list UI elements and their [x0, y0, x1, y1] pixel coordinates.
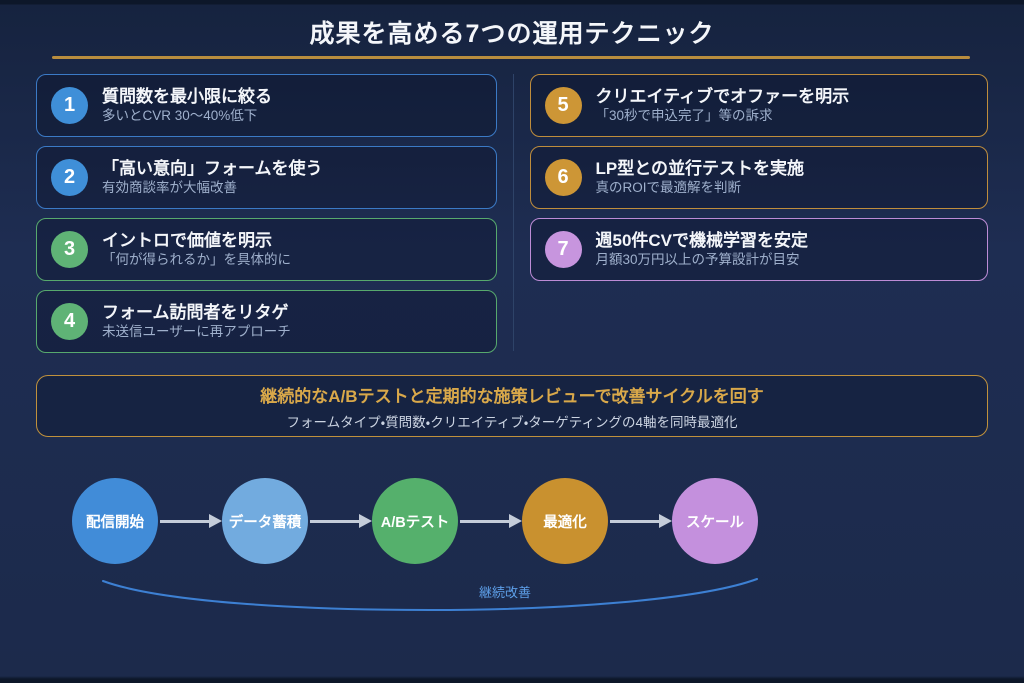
- number-badge-2: 2: [51, 159, 88, 196]
- number-badge-5: 5: [544, 87, 582, 124]
- technique-desc-4: 未送信ユーザーに再アプローチ: [102, 324, 291, 340]
- technique-card-1: 1 質問数を最小限に絞る 多いとCVR 30〜40%低下: [36, 74, 497, 137]
- technique-card-3: 3 イントロで価値を明示 「何が得られるか」を具体的に: [36, 218, 497, 281]
- technique-desc-3: 「何が得られるか」を具体的に: [102, 252, 291, 268]
- technique-title-3: イントロで価値を明示: [102, 230, 272, 250]
- number-badge-7: 7: [544, 231, 582, 268]
- technique-desc-5: 「30秒で申込完了」等の訴求: [595, 108, 773, 124]
- title-underline: [52, 56, 970, 59]
- summary-headline: 継続的なA/Bテストと定期的な施策レビューで改善サイクルを回す: [260, 386, 764, 406]
- flow-arrow-icon-1: [160, 514, 222, 529]
- loop-label: 継続改善: [478, 585, 531, 600]
- number-badge-6: 6: [544, 159, 582, 196]
- technique-title-5: クリエイティブでオファーを明示: [595, 86, 850, 106]
- technique-title-2: 「高い意向」フォームを使う: [102, 158, 323, 178]
- technique-title-7: 週50件CVで機械学習を安定: [595, 230, 809, 250]
- page-title: 成果を高める7つの運用テクニック: [309, 20, 715, 48]
- technique-card-7: 7 週50件CVで機械学習を安定 月額30万円以上の予算設計が目安: [529, 218, 988, 281]
- technique-desc-1: 多いとCVR 30〜40%低下: [102, 108, 258, 124]
- technique-card-2: 2 「高い意向」フォームを使う 有効商談率が大幅改善: [36, 146, 497, 209]
- technique-title-4: フォーム訪問者をリタゲ: [102, 302, 289, 322]
- flow-step-optimize: 最適化: [522, 478, 608, 564]
- technique-card-5: 5 クリエイティブでオファーを明示 「30秒で申込完了」等の訴求: [529, 74, 988, 137]
- technique-desc-2: 有効商談率が大幅改善: [102, 180, 237, 196]
- techniques-grid: 1 質問数を最小限に絞る 多いとCVR 30〜40%低下 2 「高い意向」フォー…: [36, 74, 988, 353]
- technique-card-6: 6 LP型との並行テストを実施 真のROIで最適解を判断: [529, 146, 988, 209]
- summary-subline: フォームタイプ・質問数・クリエイティブ・ターゲティングの4軸を同時最適化: [286, 414, 738, 430]
- column-divider: [513, 74, 514, 351]
- summary-banner: 継続的なA/Bテストと定期的な施策レビューで改善サイクルを回す フォームタイプ・…: [36, 375, 988, 437]
- loop-curve: [102, 578, 758, 612]
- number-badge-1: 1: [51, 87, 88, 124]
- flow-arrow-icon-4: [610, 514, 672, 529]
- flow-diagram: 配信開始 データ蓄積 A/Bテスト 最適化 スケール 継続改善: [0, 470, 1024, 640]
- technique-card-4: 4 フォーム訪問者をリタゲ 未送信ユーザーに再アプローチ: [36, 290, 497, 353]
- number-badge-4: 4: [51, 303, 88, 340]
- flow-arrow-icon-3: [460, 514, 522, 529]
- techniques-column-right: 5 クリエイティブでオファーを明示 「30秒で申込完了」等の訴求 6 LP型との…: [529, 74, 988, 281]
- techniques-column-left: 1 質問数を最小限に絞る 多いとCVR 30〜40%低下 2 「高い意向」フォー…: [36, 74, 497, 353]
- technique-desc-7: 月額30万円以上の予算設計が目安: [595, 252, 800, 268]
- number-badge-3: 3: [51, 231, 88, 268]
- flow-step-scale: スケール: [672, 478, 758, 564]
- technique-title-1: 質問数を最小限に絞る: [102, 86, 272, 106]
- technique-title-6: LP型との並行テストを実施: [595, 158, 805, 178]
- flow-arrow-icon-2: [310, 514, 372, 529]
- flow-step-data: データ蓄積: [222, 478, 308, 564]
- technique-desc-6: 真のROIで最適解を判断: [595, 180, 742, 196]
- flow-step-start: 配信開始: [72, 478, 158, 564]
- flow-step-abtest: A/Bテスト: [372, 478, 458, 564]
